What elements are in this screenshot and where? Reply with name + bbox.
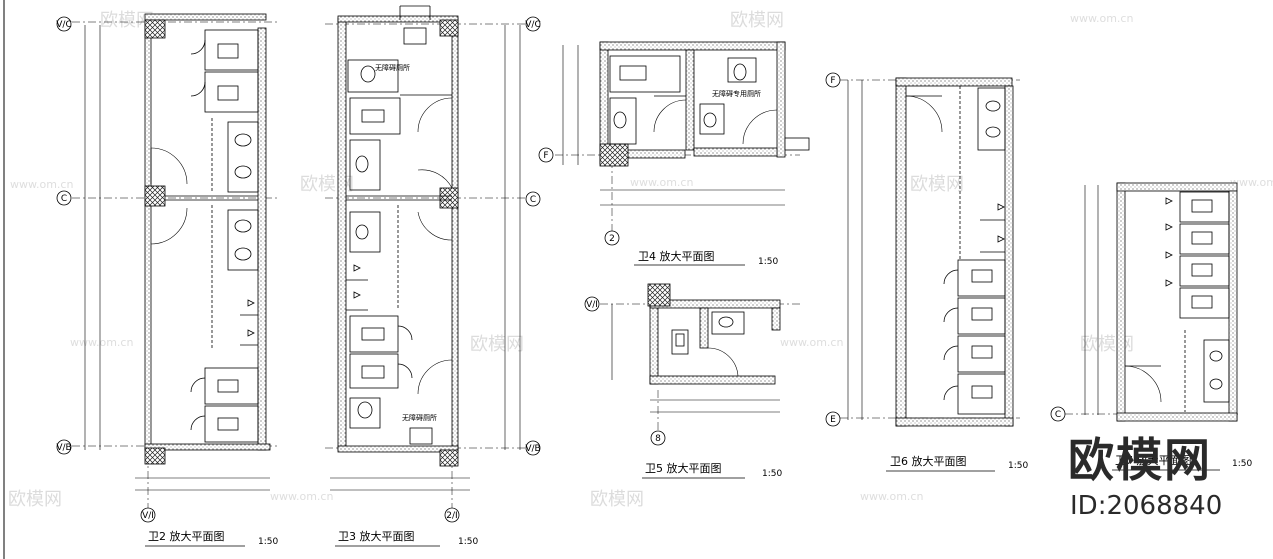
plan-w6 xyxy=(840,77,1020,427)
room-label: 无障碍厕所 xyxy=(375,63,410,72)
axis-label: V/C xyxy=(525,20,540,30)
plan-title: 卫3 放大平面图 xyxy=(338,529,415,543)
watermark-id: ID:2068840 xyxy=(1070,491,1222,521)
axis-label: V/B xyxy=(56,443,71,453)
plan-w6-labels: F E 卫6 放大平面图 1:50 xyxy=(825,72,1028,472)
watermark-text: 欧模网 xyxy=(730,10,784,31)
watermark-url: www.om.cn xyxy=(1070,12,1133,25)
plan-title: 卫4 放大平面图 xyxy=(638,249,715,263)
plan-title: 卫6 放大平面图 xyxy=(890,454,967,468)
room-label: 无障碍厕所 xyxy=(402,413,437,422)
plan-w3-labels: V/C C V/B 2/I 无障碍厕所 无障碍厕所 卫3 放大平面图 1:50 xyxy=(335,16,541,547)
brand-logo-text: 欧模网 xyxy=(1068,433,1212,487)
plan-scale: 1:50 xyxy=(458,537,478,547)
plan-scale: 1:50 xyxy=(762,469,782,479)
plan-w2 xyxy=(72,13,280,510)
plan-w4-labels: F 2 无障碍专用厕所 卫4 放大平面图 1:50 xyxy=(538,89,778,267)
axis-label: 8 xyxy=(655,434,661,444)
axis-label: 2/I xyxy=(446,511,457,521)
plan-title: 卫5 放大平面图 xyxy=(645,461,722,475)
axis-label: F xyxy=(830,76,835,86)
plan-w2-labels: V/C C V/B V/I 卫2 放大平面图 1:50 xyxy=(56,16,278,547)
axis-label: V/C xyxy=(56,20,71,30)
plan-scale: 1:50 xyxy=(1008,461,1028,471)
plan-scale: 1:50 xyxy=(1232,459,1252,469)
axis-label: V/B xyxy=(525,444,540,454)
room-label: 无障碍专用厕所 xyxy=(712,89,761,98)
watermark-url: www.om.cn xyxy=(10,178,73,191)
watermark-text: 欧模网 xyxy=(1080,334,1134,355)
axis-label: C xyxy=(1055,410,1061,420)
plan-scale: 1:50 xyxy=(258,537,278,547)
watermark-url: www.om.cn xyxy=(630,176,693,189)
axis-label: V/I xyxy=(142,511,154,521)
plan-w5 xyxy=(600,283,800,430)
watermark-text: 欧模网 xyxy=(910,174,964,195)
plan-w3 xyxy=(325,5,530,510)
axis-label: C xyxy=(61,194,67,204)
axis-label: C xyxy=(530,195,536,205)
watermark-url: www.om.cn xyxy=(780,336,843,349)
watermark-url: www.om.cn xyxy=(270,490,333,503)
watermark-text: 欧模网 xyxy=(8,489,62,510)
axis-label: 2 xyxy=(609,234,615,244)
plan-w7 xyxy=(1065,182,1240,422)
watermark-url: www.om.cn xyxy=(860,490,923,503)
watermark-url: www.om.cn xyxy=(70,336,133,349)
plan-w4 xyxy=(555,41,810,232)
plan-w5-labels: V/I 8 卫5 放大平面图 1:50 xyxy=(584,296,782,479)
axis-label: F xyxy=(543,151,548,161)
watermark-text: 欧模网 xyxy=(470,334,524,355)
plan-w7-labels: C 卫7 放大平面图 1:50 xyxy=(1050,406,1252,471)
watermark-url: www.om.cn xyxy=(1230,176,1273,189)
watermark-text: 欧模网 xyxy=(100,10,154,31)
axis-label: E xyxy=(830,415,836,425)
plan-scale: 1:50 xyxy=(758,257,778,267)
plan-title: 卫7 放大平面图 xyxy=(1115,453,1192,467)
watermark-layer: 欧模网 欧模网 www.om.cn www.om.cn 欧模网 www.om.c… xyxy=(8,10,1273,510)
plan-title: 卫2 放大平面图 xyxy=(148,529,225,543)
brand-watermark: 欧模网 ID:2068840 xyxy=(1068,433,1222,521)
watermark-text: 欧模网 xyxy=(590,489,644,510)
axis-label: V/I xyxy=(586,300,598,310)
